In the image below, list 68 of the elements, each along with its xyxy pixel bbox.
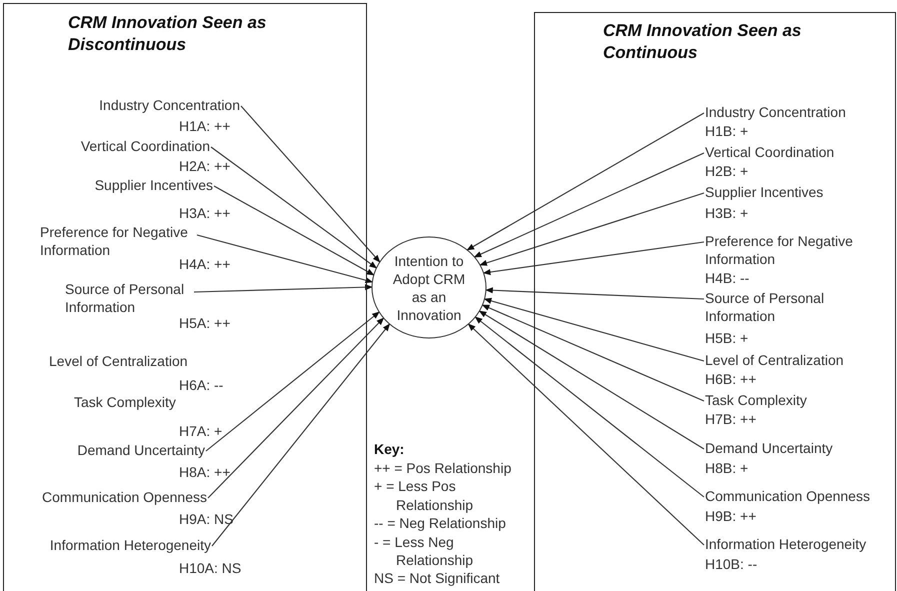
hypothesis-label: H1A: ++ [179,117,230,135]
arrow [466,112,704,250]
factor-label: Demand Uncertainty [705,439,833,457]
outcome-label: Intention to Adopt CRM as an Innovation [392,252,466,324]
factor-label: Communication Openness [705,487,870,505]
factor-label: Source of Personal Information [705,289,880,325]
key-entry: - = Less Neg Relationship [374,532,474,570]
group-panel [3,3,367,591]
hypothesis-label: H10B: -- [705,555,758,573]
arrow [212,323,390,546]
hypothesis-label: H8A: ++ [179,463,230,481]
hypothesis-label: H3A: ++ [179,204,230,222]
hypothesis-label: H5A: ++ [179,314,230,332]
factor-label: Supplier Incentives [705,183,824,201]
factor-label: Task Complexity [74,393,176,411]
hypothesis-label: H6B: ++ [705,370,756,388]
factor-label: Demand Uncertainty [77,441,205,459]
arrow [484,298,704,362]
group-panel [534,12,896,591]
hypothesis-label: H8B: + [705,459,748,477]
factor-label: Preference for Negative Information [705,232,880,268]
hypothesis-label: H5B: + [705,329,748,347]
key-entry: -- = Neg Relationship [374,514,506,532]
panel-title: CRM Innovation Seen as Continuous [603,20,802,64]
arrow [482,304,704,402]
factor-label: Industry Concentration [705,103,846,121]
factor-label: Information Heterogeneity [705,535,866,553]
hypothesis-label: H1B: + [705,122,748,140]
hypothesis-label: H6A: -- [179,376,224,394]
factor-label: Vertical Coordination [705,143,834,161]
arrow [474,316,704,498]
factor-label: Vertical Coordination [80,137,210,155]
hypothesis-label: H2B: + [705,162,748,180]
arrow [474,152,704,258]
hypothesis-label: H10A: NS [179,559,242,577]
arrow [485,287,704,300]
arrow [194,284,373,293]
arrow [240,106,380,263]
key-heading: Key: [374,440,404,458]
factor-label: Industry Concentration [99,96,240,114]
factor-label: Supplier Incentives [94,176,213,194]
hypothesis-label: H2A: ++ [179,157,230,175]
hypothesis-label: H3B: + [705,204,748,222]
arrow [210,146,378,268]
arrow [214,186,374,276]
factor-label: Level of Centralization [49,352,188,370]
key-entry: ++ = Pos Relationship [374,458,512,477]
arrow [468,323,704,546]
arrow [478,310,704,450]
factor-label: Communication Openness [42,488,207,506]
arrow [208,317,384,498]
hypothesis-label: H9B: ++ [705,507,756,525]
factor-label: Level of Centralization [705,351,844,369]
panel-title: CRM Innovation Seen as Discontinuous [68,12,268,56]
factor-label: Source of Personal Information [65,280,193,316]
factor-label: Task Complexity [705,391,807,409]
hypothesis-label: H7A: + [179,422,222,440]
hypothesis-label: H9A: NS [179,510,234,528]
arrow [196,234,374,284]
hypothesis-label: H7B: ++ [705,410,756,428]
hypothesis-label: H4B: -- [705,269,750,287]
factor-label: Information Heterogeneity [50,536,211,554]
outcome-ellipse [371,236,487,339]
key-entry: + = Less Pos Relationship [374,477,474,514]
key-entry: NS = Not Significant [374,569,500,588]
arrow [479,192,704,266]
arrow [482,241,704,276]
arrow [206,312,380,452]
